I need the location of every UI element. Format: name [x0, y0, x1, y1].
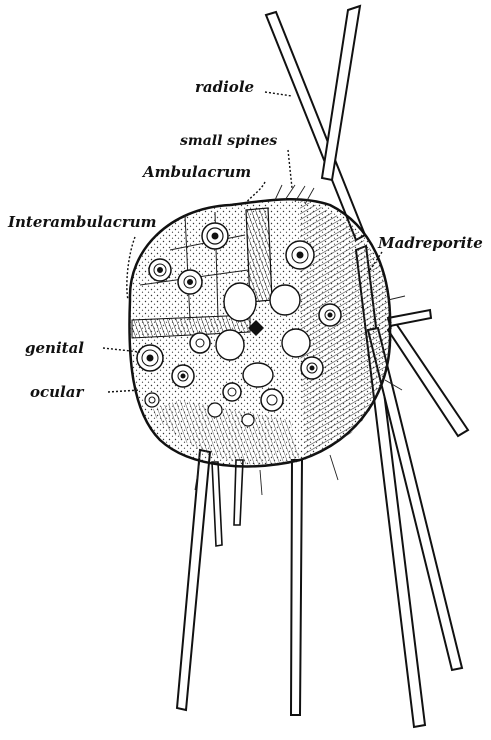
test-body — [129, 185, 405, 495]
label-small-spines: small spines — [180, 134, 277, 148]
label-ambulacrum: Ambulacrum — [143, 165, 251, 180]
label-genital: genital — [25, 341, 84, 356]
label-interambulacrum: Interambulacrum — [8, 215, 157, 230]
label-radiole: radiole — [195, 80, 254, 95]
label-madreporite: Madreporite — [378, 236, 483, 251]
label-ocular: ocular — [30, 385, 83, 400]
